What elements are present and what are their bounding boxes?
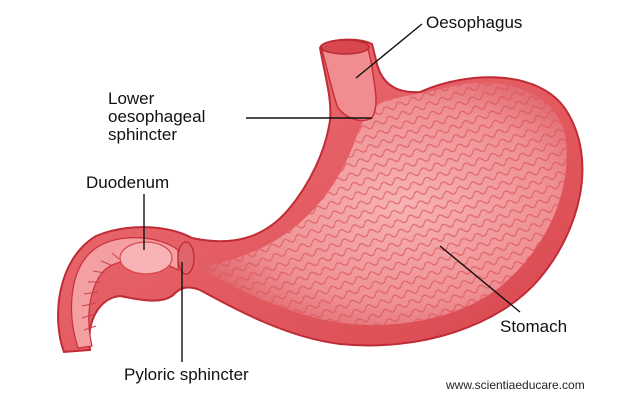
label-pyloric-sphincter: Pyloric sphincter bbox=[124, 366, 249, 384]
watermark: www.scientiaeducare.com bbox=[446, 378, 585, 392]
oesophagus-opening bbox=[321, 40, 369, 54]
pyloric-sphincter-ring bbox=[178, 242, 194, 274]
label-duodenum: Duodenum bbox=[86, 174, 169, 192]
label-stomach: Stomach bbox=[500, 318, 567, 336]
label-lower-sphincter-line3: sphincter bbox=[108, 126, 177, 144]
label-lower-sphincter-line2: oesophageal bbox=[108, 108, 205, 126]
label-lower-sphincter-line1: Lower bbox=[108, 90, 154, 108]
label-oesophagus: Oesophagus bbox=[426, 14, 522, 32]
duodenum-bulb bbox=[120, 242, 172, 274]
